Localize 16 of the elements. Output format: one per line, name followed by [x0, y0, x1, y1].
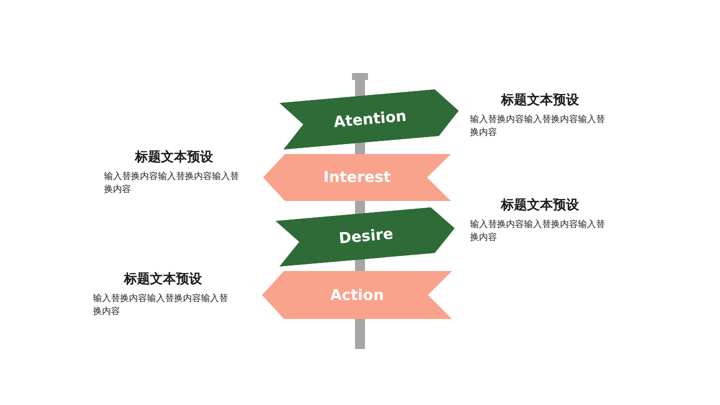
heading-text: 标题文本预设: [134, 150, 214, 166]
heading-text: 标题文本预设: [122, 272, 203, 288]
sign-label: Atention: [332, 106, 408, 130]
arrow-sign: [279, 86, 461, 150]
heading-text: 标题文本预设: [500, 93, 580, 109]
arrow-sign: [275, 205, 457, 267]
body-text: 输入替换内容输入替换内容输入替换内容: [104, 171, 240, 197]
arrow-sign: [263, 154, 451, 200]
body-text: 输入替换内容输入替换内容输入替换内容: [470, 114, 606, 140]
sign-label: Interest: [323, 168, 391, 186]
body-text: 输入替换内容输入替换内容输入替换内容: [470, 219, 606, 245]
heading-text: 标题文本预设: [500, 198, 580, 214]
sign-label: Desire: [338, 224, 394, 248]
body-text: 输入替换内容输入替换内容输入替换内容: [93, 293, 229, 319]
arrow-sign: [262, 271, 452, 319]
sign-label: Action: [330, 286, 384, 304]
